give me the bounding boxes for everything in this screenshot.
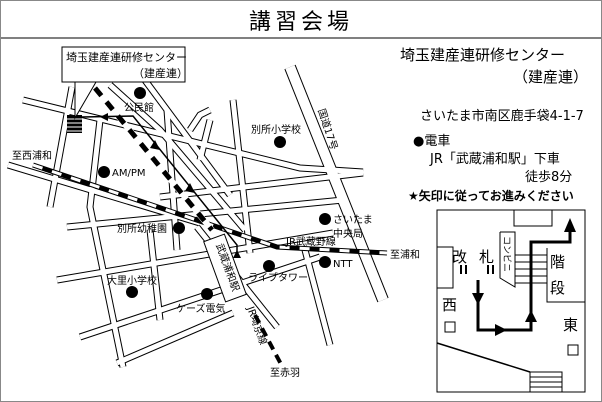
road <box>187 107 212 132</box>
station-building <box>203 233 247 303</box>
road <box>159 170 364 200</box>
road <box>22 97 364 175</box>
access-walk: 徒歩8分 <box>525 170 572 185</box>
inset-kai: 改 <box>452 248 467 266</box>
railway-musashino <box>32 162 388 256</box>
inset-satsu: 札 <box>479 248 494 266</box>
road <box>56 230 334 283</box>
label-to-urawa: 至浦和 <box>390 248 420 261</box>
road <box>79 254 321 340</box>
label-ampm: AM/PM <box>112 168 146 179</box>
label-to-akabane: 至赤羽 <box>270 367 300 379</box>
callout-box <box>61 46 186 83</box>
road <box>108 83 247 232</box>
access-mode: ●電車 <box>413 134 450 149</box>
station-inset <box>436 209 586 393</box>
label-kominkan: 公民館 <box>124 101 154 114</box>
road <box>285 65 388 302</box>
roads <box>6 57 389 368</box>
road <box>47 86 75 208</box>
callout-name: 埼玉建産連研修センター <box>66 50 187 64</box>
road <box>302 249 333 346</box>
road <box>66 197 344 230</box>
railway-saikyo <box>92 86 285 369</box>
label-post-office-1: さいたま <box>333 214 373 226</box>
inset-west: 西 <box>442 296 457 314</box>
venue-name: 埼玉建産連研修センター <box>400 46 565 64</box>
inset-stairs-1: 階 <box>550 253 565 271</box>
inset-arrows <box>472 218 576 336</box>
road <box>197 119 213 161</box>
road <box>87 119 126 368</box>
road <box>7 162 201 226</box>
label-ks-denki: ケーズ電気 <box>176 302 226 315</box>
road <box>147 229 163 321</box>
inset-east: 東 <box>563 316 578 334</box>
label-musashino-line: JR武蔵野線 <box>285 235 336 248</box>
label-bessho-kindergarten: 別所幼稚園 <box>117 222 167 235</box>
inset-stairs-2: 段 <box>550 279 565 297</box>
label-to-nishiurawa: 至西浦和 <box>12 149 52 162</box>
page-title: 講習会場 <box>249 10 353 35</box>
access-instruction: ★矢印に従ってお進みください <box>408 188 574 203</box>
route-arrows <box>100 113 241 258</box>
road <box>116 310 234 366</box>
label-post-office-2: 中央局 <box>333 227 363 240</box>
inset-route <box>476 222 572 332</box>
label-ntt: NTT <box>333 259 353 270</box>
landmark-dots <box>98 87 331 300</box>
road <box>230 99 253 254</box>
callout-pointer <box>74 81 97 120</box>
venue-short: （建産連） <box>513 68 588 86</box>
inset-konbini: コンビニ <box>501 236 512 272</box>
label-live-tower: ライブタワー <box>248 271 308 284</box>
callout-short: （建産連） <box>133 66 188 80</box>
label-osato-elementary: 大里小学校 <box>107 274 157 287</box>
venue-address: さいたま市南区鹿手袋4-1-7 <box>420 108 584 124</box>
access-station: JR「武蔵浦和駅」下車 <box>429 152 560 167</box>
label-bessho-elementary: 別所小学校 <box>251 123 301 136</box>
